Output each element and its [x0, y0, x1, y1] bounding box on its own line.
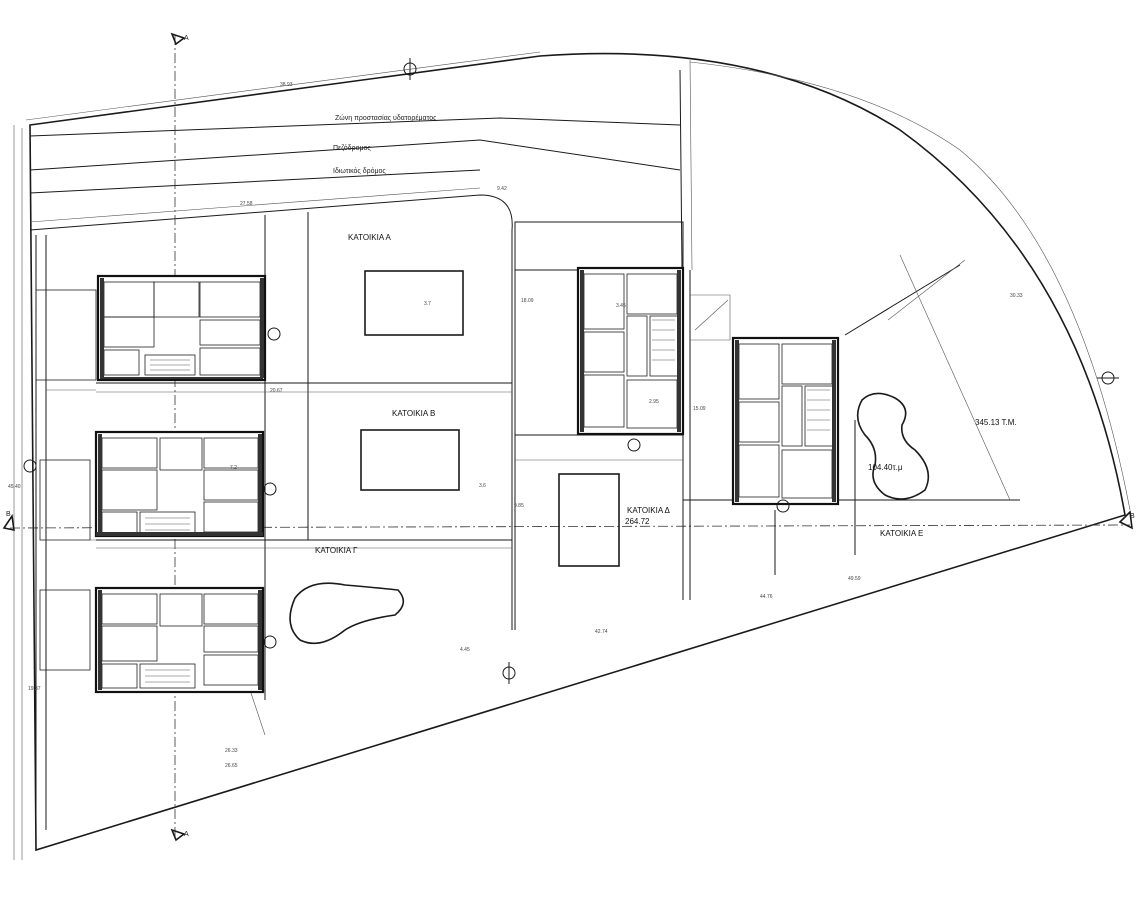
plot-boundary — [13, 51, 1131, 860]
level-markers — [403, 58, 1119, 684]
floorplan-house-e — [731, 336, 840, 513]
dimension-text: 26.65 — [225, 763, 238, 769]
floorplan-house-a — [96, 274, 281, 382]
house-label-d: ΚΑΤΟΙΚΙΑ Δ — [627, 506, 671, 515]
pool-a — [364, 270, 464, 336]
dimension-text: 2.95 — [649, 399, 659, 405]
pool-b — [360, 429, 460, 491]
dimension-text: 38.93 — [280, 82, 293, 88]
dimension-text: 7.2 — [230, 465, 237, 471]
dimension-text: 45.40 — [8, 484, 21, 490]
house-label-b: ΚΑΤΟΙΚΙΑ Β — [392, 409, 435, 418]
house-label-e: ΚΑΤΟΙΚΙΑ Ε — [880, 529, 923, 538]
dimension-annotations: 38.93 27.58 20.67 9.42 45.40 19.37 26.33… — [8, 82, 1023, 769]
pool-e — [856, 392, 930, 500]
street-label-pedestrian: Πεζόδρομος — [333, 144, 371, 152]
dimension-text: 9.85 — [514, 503, 524, 509]
section-marker-b-left: Β — [6, 511, 11, 518]
dimension-text: 3.6 — [479, 483, 486, 489]
section-marker-b-right: Β — [1130, 513, 1135, 520]
pool-area-e: 104.40τ.μ — [868, 463, 903, 472]
dimension-text: 3.45 — [616, 303, 626, 309]
floorplan-house-g — [94, 586, 277, 694]
dimension-text: 44.76 — [760, 594, 773, 600]
house-label-a: ΚΑΤΟΙΚΙΑ Α — [348, 233, 392, 242]
dimension-text: 26.33 — [225, 748, 238, 754]
house-area-d: 264.72 — [625, 517, 650, 526]
dimension-text: 15.09 — [693, 406, 706, 412]
dimension-text: 18.09 — [521, 298, 534, 304]
dimension-text: 4.45 — [460, 647, 470, 653]
section-marker-a-top: Α — [184, 35, 189, 42]
dimension-text: 20.67 — [270, 388, 283, 394]
yard-divisions-west — [96, 212, 512, 736]
section-marker-a-bottom: Α — [184, 831, 189, 838]
floorplan-house-b — [23, 430, 277, 538]
house-labels: ΚΑΤΟΙΚΙΑ Α ΚΑΤΟΙΚΙΑ Β ΚΑΤΟΙΚΙΑ Γ ΚΑΤΟΙΚΙ… — [315, 233, 1017, 555]
pools — [289, 270, 930, 645]
dimension-text: 49.59 — [848, 576, 861, 582]
pool-g — [289, 582, 405, 645]
street-bands: Ζώνη προστασίας υδατορέματος Πεζόδρομος … — [29, 59, 693, 630]
dimension-text: 19.37 — [28, 686, 41, 692]
street-label-protection-zone: Ζώνη προστασίας υδατορέματος — [335, 114, 437, 122]
house-label-g: ΚΑΤΟΙΚΙΑ Γ — [315, 546, 358, 555]
left-strip — [35, 235, 97, 850]
dimension-text: 9.42 — [497, 186, 507, 192]
dimension-text: 42.74 — [595, 629, 608, 635]
east-plot-divisions — [774, 254, 1011, 575]
dimension-text: 30.33 — [1010, 293, 1023, 299]
plot-area-e: 345.13 Τ.Μ. — [975, 418, 1017, 427]
floorplan-house-d — [576, 266, 685, 452]
pool-d — [558, 473, 620, 567]
street-label-private-road: Ιδιωτικός δρόμος — [333, 167, 386, 175]
dimension-text: 27.58 — [240, 201, 253, 207]
dimension-text: 3.7 — [424, 301, 431, 307]
